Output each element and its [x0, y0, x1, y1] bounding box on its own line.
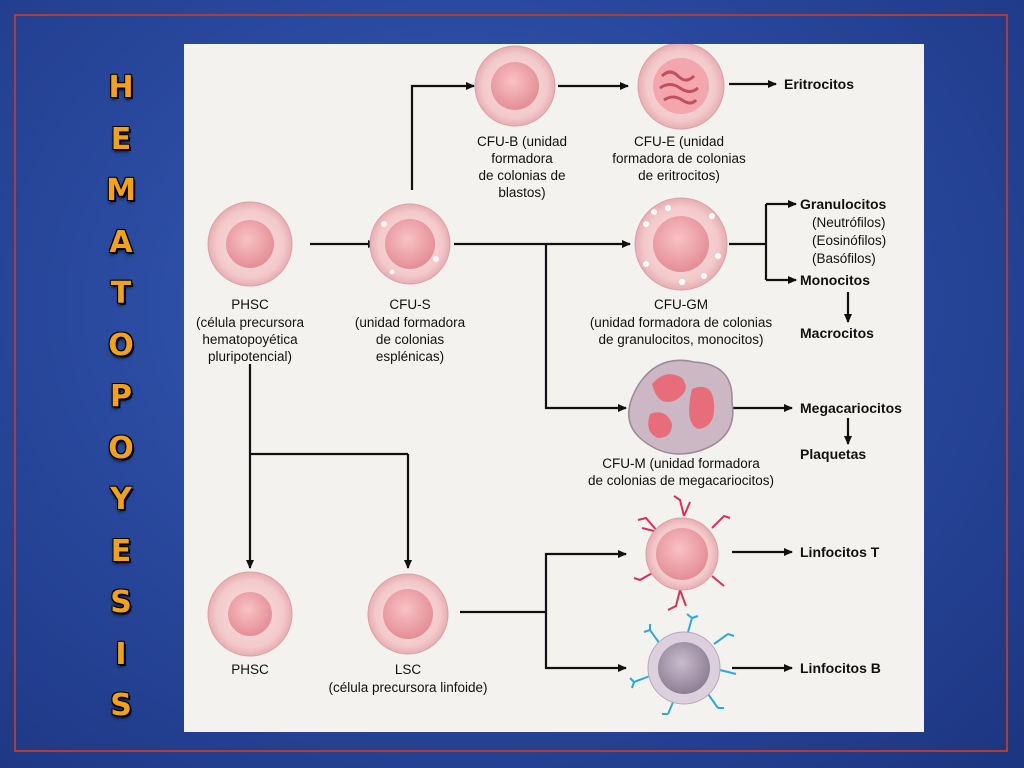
slide-frame — [14, 14, 1008, 752]
title-letter: E — [110, 533, 132, 569]
title-letter: E — [110, 121, 132, 157]
output-plaquetas: Plaquetas — [800, 446, 866, 462]
title-letter: O — [108, 327, 134, 363]
phsc-cell-bottom — [207, 571, 293, 657]
output-megacariocitos: Megacariocitos — [800, 400, 902, 416]
phsc-desc-line: hematopoyética — [202, 332, 298, 347]
phsc-bottom-label: PHSC — [231, 662, 269, 677]
cfum-label-line: de colonias de megacariocitos) — [588, 473, 774, 488]
title-letter: S — [110, 688, 132, 723]
lsc-cell — [367, 573, 449, 655]
phsc-desc-line: (célula precursora — [196, 315, 305, 330]
lsc-label: LSC — [395, 662, 422, 677]
title-letter: T — [110, 276, 132, 311]
cfus-desc-line: de colonias — [376, 332, 445, 347]
phsc-cell-top — [207, 201, 293, 287]
output-eosinofilos: (Eosinófilos) — [812, 233, 886, 248]
cfue-label-line: formadora de colonias — [612, 151, 746, 166]
cfue-cell — [637, 44, 725, 130]
lsc-desc: (célula precursora linfoide) — [328, 680, 487, 695]
title-letter: H — [108, 70, 134, 105]
cfub-label-line: formadora — [491, 151, 553, 166]
cfus-desc-line: (unidad formadora — [355, 315, 466, 330]
cfub-cell — [474, 45, 556, 127]
flow-arrows — [246, 80, 852, 672]
cfugm-desc-line: (unidad formadora de colonias — [590, 315, 773, 330]
cfub-label-line: CFU-B (unidad — [477, 134, 567, 149]
diagram-panel: PHSC (célula precursora hematopoyética p… — [184, 44, 924, 732]
hematopoiesis-diagram: PHSC (célula precursora hematopoyética p… — [196, 44, 902, 715]
cfugm-label: CFU-GM — [654, 297, 708, 312]
output-eritrocitos: Eritrocitos — [784, 76, 854, 92]
title-letter: O — [108, 430, 134, 466]
vertical-title: H E M A T O P O Y E S I S — [104, 62, 138, 732]
output-linfocitos-b: Linfocitos B — [800, 660, 881, 676]
cfum-cell — [628, 359, 734, 455]
b-lymphocyte-cell — [629, 613, 737, 715]
output-granulocitos: Granulocitos — [800, 196, 887, 212]
output-macrocitos: Macrocitos — [800, 325, 874, 341]
cfum-label-line: CFU-M (unidad formadora — [602, 456, 760, 471]
output-monocitos: Monocitos — [800, 272, 870, 288]
cfue-label-line: CFU-E (unidad — [634, 134, 724, 149]
title-letter: Y — [110, 482, 132, 517]
title-letter: S — [110, 585, 132, 620]
cfub-label-line: de colonias de — [478, 168, 565, 183]
cfus-cell — [369, 203, 451, 285]
t-lymphocyte-cell — [633, 495, 731, 611]
output-linfocitos-t: Linfocitos T — [800, 544, 880, 560]
output-neutrofilos: (Neutrófilos) — [812, 215, 886, 230]
output-basofilos: (Basófilos) — [812, 251, 876, 266]
phsc-desc-line: pluripotencial) — [208, 349, 292, 364]
cfugm-desc-line: de granulocitos, monocitos) — [598, 332, 763, 347]
cfugm-cell — [634, 197, 728, 291]
cfue-label-line: de eritrocitos) — [638, 168, 720, 183]
phsc-label: PHSC — [231, 297, 269, 312]
cfus-label: CFU-S — [389, 297, 430, 312]
title-letter: A — [109, 224, 133, 260]
cfub-label-line: blastos) — [498, 185, 545, 200]
cfus-desc-line: esplénicas) — [376, 349, 444, 364]
title-letter: P — [110, 379, 132, 414]
title-letter: M — [106, 173, 136, 208]
title-letter: I — [115, 636, 127, 672]
